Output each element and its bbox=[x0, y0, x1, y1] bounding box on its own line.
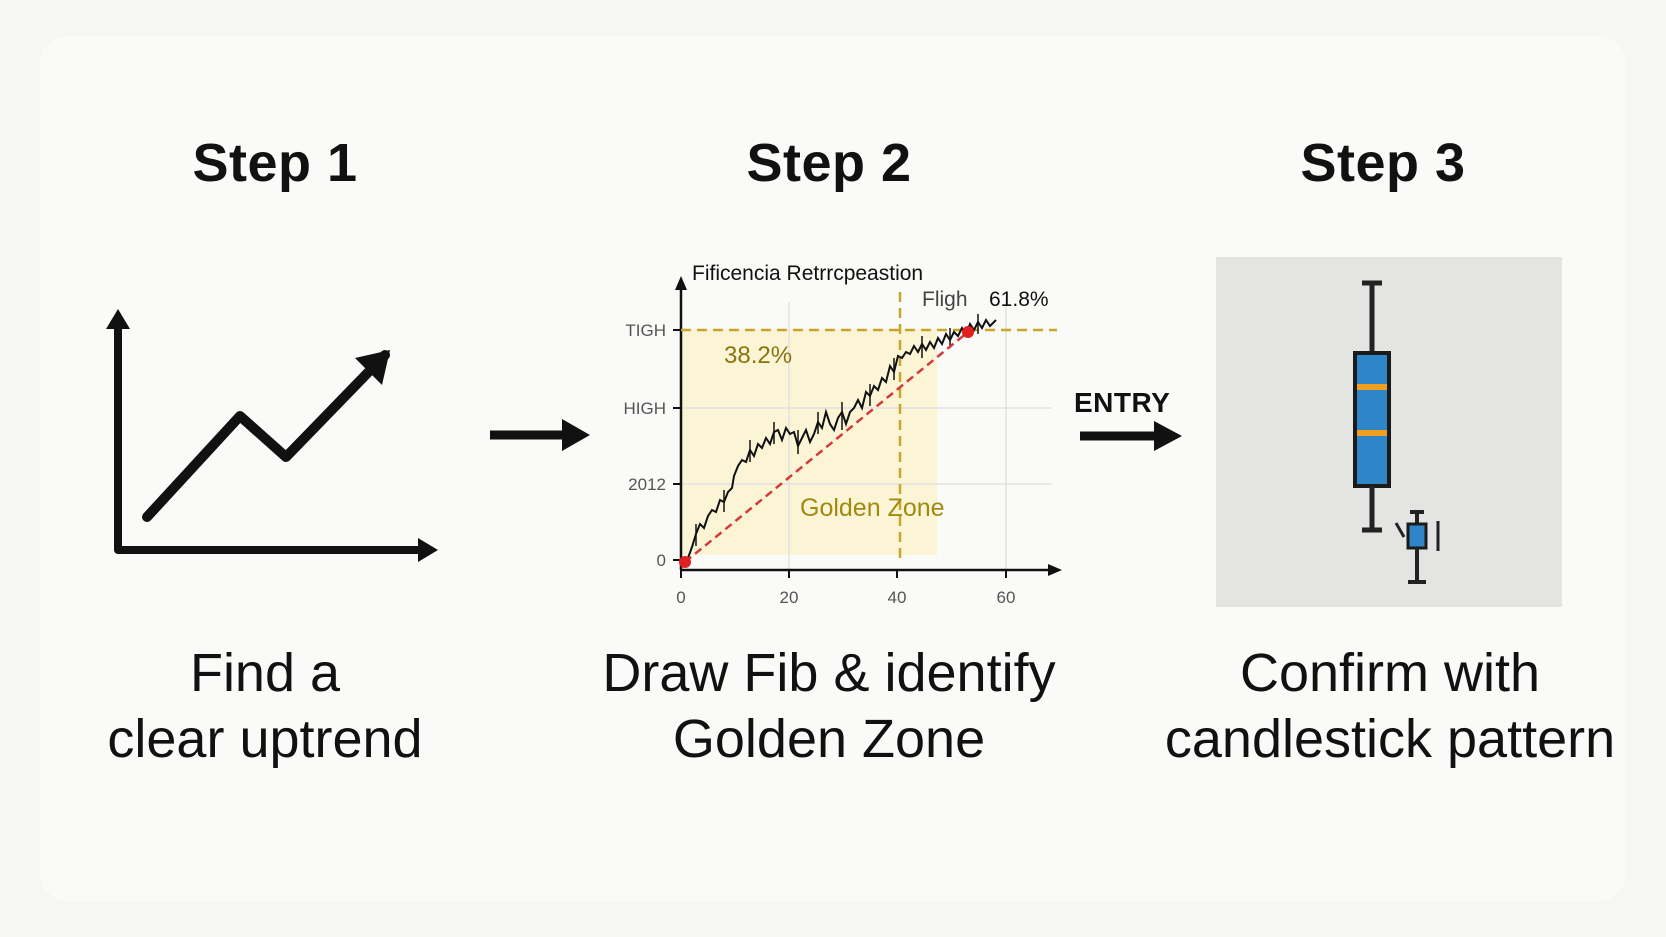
caption-line: clear uptrend bbox=[107, 709, 423, 769]
y-tick-label: 0 bbox=[657, 551, 666, 570]
level-382-label: 38.2% bbox=[724, 342, 792, 369]
uptrend-icon bbox=[106, 309, 438, 562]
chart-title: Fificencia Retrrcpeastion bbox=[692, 262, 923, 285]
price-series bbox=[687, 318, 997, 559]
x-tick-label: 0 bbox=[676, 588, 685, 607]
step-2-caption: Draw Fib & identify Golden Zone bbox=[569, 640, 1089, 772]
x-tick-label: 20 bbox=[780, 588, 799, 607]
y-tick-label: HIGH bbox=[624, 399, 667, 418]
caption-line: candlestick pattern bbox=[1164, 709, 1616, 769]
swing-low-point bbox=[679, 556, 691, 568]
arrow-right-icon bbox=[490, 419, 590, 451]
step-1-caption: Find a clear uptrend bbox=[5, 640, 525, 772]
x-tick-label: 40 bbox=[888, 588, 907, 607]
entry-arrow-icon bbox=[1080, 421, 1182, 451]
y-tick-label: TIGH bbox=[625, 321, 666, 340]
step-3-caption: Confirm with candlestick pattern bbox=[1130, 640, 1650, 772]
candlestick-icon bbox=[1353, 280, 1440, 584]
caption-line: Find a bbox=[189, 643, 341, 703]
trend-line bbox=[684, 331, 969, 563]
step-3-title: Step 3 bbox=[1300, 133, 1466, 193]
fibonacci-chart: Fificencia Retrrcpeastion Fligh 61.8% 38… bbox=[624, 262, 1062, 607]
swing-high-point bbox=[962, 326, 974, 338]
step-2-title: Step 2 bbox=[746, 133, 912, 193]
y-tick-label: 2012 bbox=[628, 475, 666, 494]
caption-line: Draw Fib & identify bbox=[602, 643, 1056, 703]
caption-line: Confirm with bbox=[1239, 643, 1541, 703]
golden-zone-label: Golden Zone bbox=[800, 494, 945, 522]
x-tick-label: 60 bbox=[997, 588, 1016, 607]
high-label: Fligh bbox=[922, 288, 968, 311]
entry-label: ENTRY bbox=[1074, 387, 1171, 418]
caption-line: Golden Zone bbox=[672, 709, 986, 769]
step-1-title: Step 1 bbox=[192, 133, 358, 193]
level-618-label: 61.8% bbox=[989, 288, 1049, 311]
